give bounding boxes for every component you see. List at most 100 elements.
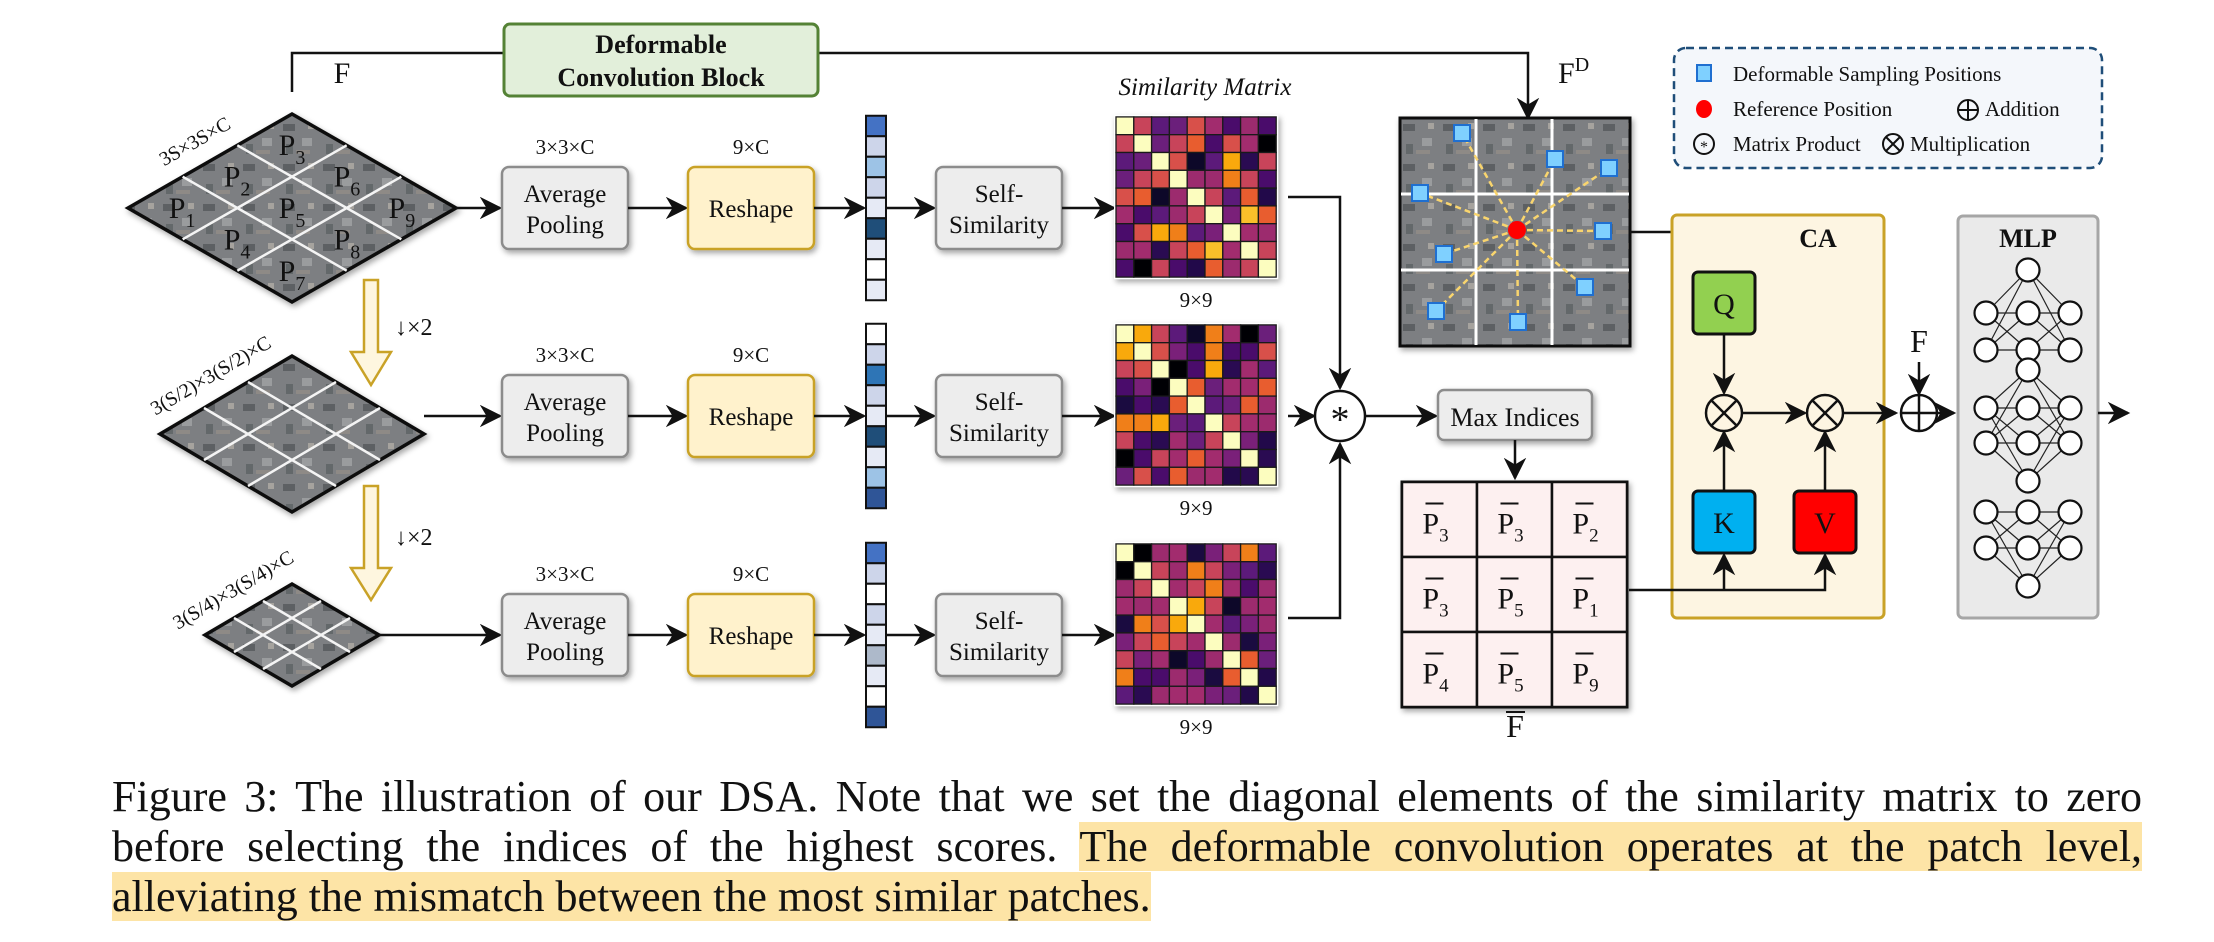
patch-label: P3 <box>279 129 306 169</box>
matrix-cell <box>1115 650 1135 670</box>
matrix-cell <box>1222 667 1242 687</box>
matrix-cell <box>1239 685 1260 705</box>
patch-label: P2 <box>224 161 251 201</box>
matrix-cell <box>1257 205 1277 225</box>
caption-text: Figure 3: The illustration of our DSA. N… <box>112 772 2142 871</box>
matrix-cell <box>1150 324 1171 344</box>
matrix-cell <box>1186 561 1206 581</box>
patch-label: P7 <box>279 255 306 295</box>
matrix-cell <box>1239 650 1260 670</box>
deformable-sample-marker <box>1411 184 1429 202</box>
matrix-cell <box>1257 614 1277 634</box>
matrix-cell <box>1204 395 1224 415</box>
feature-vector <box>865 322 887 510</box>
matrix-cell <box>1222 377 1242 397</box>
matrix-cell <box>1257 187 1277 207</box>
deformable-sample-marker <box>1576 278 1594 296</box>
max-indices-label: Max Indices <box>1450 403 1579 432</box>
matrix-cell <box>1168 169 1188 189</box>
mlp-neuron <box>2015 499 2041 525</box>
vector-cell <box>865 404 887 428</box>
matrix-cell <box>1204 596 1224 616</box>
pooling-label-2: Pooling <box>526 639 604 666</box>
matrix-cell <box>1168 134 1188 154</box>
selfsim-label-2: Similarity <box>949 212 1050 239</box>
deformable-sampling-image <box>1398 116 1632 348</box>
matrix-dim-label: 9×9 <box>1180 715 1213 739</box>
patch-label: P8 <box>334 223 361 263</box>
matrix-cell <box>1204 240 1224 260</box>
pool-dim-label: 3×3×C <box>536 343 595 367</box>
mlp-edge <box>1985 407 2029 482</box>
patch-grid-line <box>247 380 381 462</box>
similarity-matrix-2 <box>1114 322 1279 488</box>
sampling-offset-arrow <box>1515 158 1557 231</box>
matrix-cell <box>1168 151 1188 171</box>
deformable-sample-marker <box>1435 245 1453 263</box>
matrix-cell <box>1168 187 1188 207</box>
matrix-cell <box>1257 448 1277 468</box>
vector-cell <box>865 217 887 240</box>
matrix-cell <box>1257 561 1277 581</box>
matrix-cell <box>1150 116 1171 136</box>
matrix-cell <box>1222 223 1242 243</box>
matrix-cell <box>1239 561 1260 581</box>
mlp-neuron <box>2057 300 2083 326</box>
matrix-cell <box>1133 205 1153 225</box>
similarity-matrix-title: Similarity Matrix <box>1119 74 1292 101</box>
vector-cell <box>865 644 887 667</box>
matrix-cell <box>1133 543 1153 563</box>
deformable-sample-marker <box>1453 124 1471 142</box>
matrix-cell <box>1150 359 1171 379</box>
downsample-arrow-1: ↓×2 <box>348 278 433 388</box>
sampling-offset-arrow <box>1515 229 1520 323</box>
vector-cell <box>865 685 887 708</box>
deformable-convolution-block[interactable] <box>502 22 820 98</box>
matrix-cell <box>1222 431 1242 451</box>
matrix-cell <box>1115 205 1135 225</box>
matrix-cell <box>1204 169 1224 189</box>
mlp-edge <box>1985 269 2029 351</box>
matrix-cell <box>1257 596 1277 616</box>
matrix-cell <box>1204 561 1224 581</box>
patch-label: P5 <box>279 192 306 232</box>
matrix-cell <box>1186 466 1206 486</box>
mlp-neuron <box>1973 395 1999 421</box>
vector-cell <box>865 466 887 489</box>
legend: Deformable Sampling Positions Reference … <box>1672 46 2104 170</box>
matrix-product-symbol: * <box>1331 399 1350 441</box>
matrix-cell <box>1115 578 1135 598</box>
fbar-patch-label: P5 <box>1497 658 1523 697</box>
sampling-offset-arrow <box>1516 228 1604 233</box>
matrix-cell <box>1239 413 1260 433</box>
pooling-label-1: Average <box>524 181 607 208</box>
multiplication-node-1 <box>1704 393 1744 433</box>
k-label: K <box>1713 507 1735 540</box>
matrix-cell <box>1257 134 1277 154</box>
matrix-cell <box>1133 258 1153 278</box>
patch-label: P1 <box>169 192 196 232</box>
patch-grid-line <box>262 616 351 671</box>
vector-cell <box>865 343 887 366</box>
mlp-network <box>1973 257 2083 599</box>
matrix-cell <box>1222 205 1242 225</box>
matrix-cell <box>1257 543 1277 563</box>
matrix-cell <box>1133 359 1153 379</box>
deformable-sample-marker <box>1509 313 1527 331</box>
matrix-cell <box>1115 561 1135 581</box>
matrix-cell <box>1186 223 1206 243</box>
matrix-cell <box>1204 359 1224 379</box>
matrix-cell <box>1150 685 1171 705</box>
matrix-cell <box>1222 650 1242 670</box>
deformable-sample-icon <box>1696 64 1712 82</box>
matrix-cell <box>1186 324 1206 344</box>
mlp-neuron <box>1973 499 1999 525</box>
matrix-cell <box>1150 448 1171 468</box>
matrix-cell <box>1133 685 1153 705</box>
matrix-cell <box>1150 151 1171 171</box>
matrix-cell <box>1150 223 1171 243</box>
matrix-cell <box>1150 543 1171 563</box>
matrix-cell <box>1115 223 1135 243</box>
vector-cell <box>865 541 887 565</box>
